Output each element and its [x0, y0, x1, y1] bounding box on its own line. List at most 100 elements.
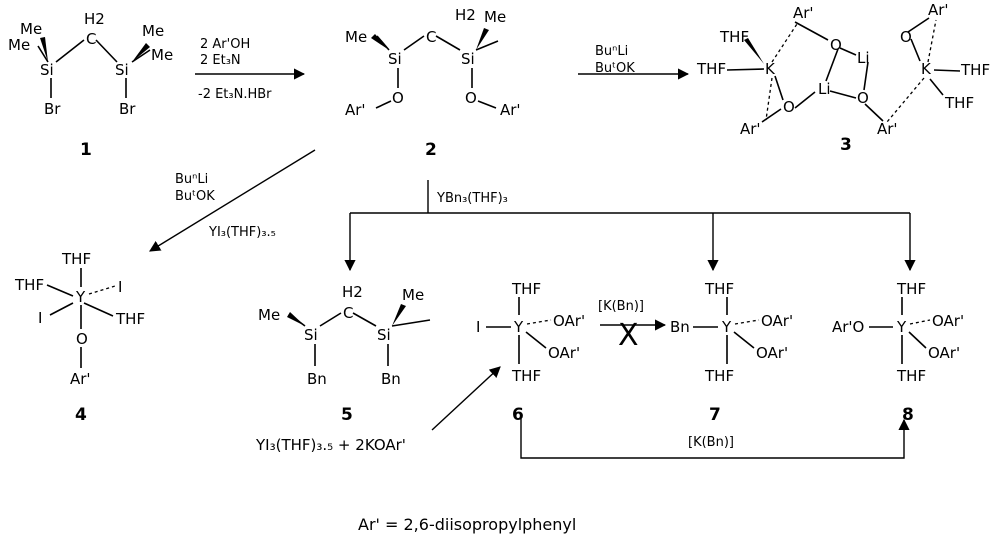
c8-bonds	[869, 297, 927, 364]
c5-benzyl: Bn	[381, 370, 401, 388]
reagent-line: BuⁿLi	[595, 44, 628, 59]
reagent-line: [K(Bn)]	[688, 435, 734, 450]
reaction-arrow-2-to-4: BuⁿLi BuᵗOK YI₃(THF)₃.₅	[149, 149, 316, 252]
reagent-line: YBn₃(THF)₃	[436, 191, 508, 206]
compound-8: THF THF Ar'O Y OAr' OAr' 8	[832, 280, 964, 425]
compound-4: THF THF THF I I Y O Ar' 4	[14, 250, 145, 425]
reaction-arrow-6-to-7-blocked: [K(Bn)] X	[598, 299, 667, 353]
c2-oxygen: O	[392, 89, 404, 107]
c1-bromine: Br	[44, 100, 61, 118]
c2-carbon: C	[426, 28, 436, 46]
c5-silicon: Si	[304, 326, 318, 344]
c3-wedge-bond	[744, 38, 764, 64]
reagent-line: -2 Et₃N.HBr	[198, 87, 272, 102]
c7-bonds	[693, 297, 755, 364]
c5-silicon: Si	[377, 326, 391, 344]
c3-aryl: Ar'	[928, 1, 949, 19]
c7-thf: THF	[704, 367, 734, 385]
c4-yttrium: Y	[75, 288, 86, 306]
reagent-line: [K(Bn)]	[598, 299, 644, 314]
c7-aryloxide: OAr'	[761, 312, 793, 330]
c4-thf: THF	[61, 250, 91, 268]
c4-aryl: Ar'	[70, 370, 91, 388]
c3-potassium: K	[921, 60, 932, 78]
c3-potassium: K	[765, 60, 776, 78]
c3-bonds	[726, 17, 961, 123]
c5-wedge-bond	[287, 312, 305, 326]
c4-iodine: I	[118, 278, 122, 296]
c5-wedge-bond	[392, 304, 406, 326]
c8-aryloxide: Ar'O	[832, 318, 864, 336]
c3-thf: THF	[960, 61, 990, 79]
reaction-branch-ybn3: YBn₃(THF)₃	[344, 180, 916, 272]
compound-6: THF THF I Y OAr' OAr' 6	[476, 280, 585, 425]
c7-aryloxide: OAr'	[756, 344, 788, 362]
c2-wedge-bond	[371, 34, 389, 50]
c1-bonds	[37, 39, 151, 98]
c4-oxygen: O	[76, 330, 88, 348]
compound-number-5: 5	[341, 405, 353, 425]
c6-thf: THF	[511, 367, 541, 385]
c7-benzyl: Bn	[670, 318, 690, 336]
c2-aryl: Ar'	[500, 101, 521, 119]
c8-thf: THF	[896, 280, 926, 298]
c2-methylene-h2: H2	[455, 6, 476, 24]
compound-number-3: 3	[840, 135, 852, 155]
c6-thf: THF	[511, 280, 541, 298]
c2-aryl: Ar'	[345, 101, 366, 119]
c1-methylene-h2: H2	[84, 10, 105, 28]
c3-aryl: Ar'	[793, 4, 814, 22]
compound-5: Me Me H2 C Si Si Bn Bn 5	[258, 283, 431, 425]
c8-aryloxide: OAr'	[928, 344, 960, 362]
c3-aryl: Ar'	[740, 120, 761, 138]
compound-2: Me Me H2 C Si Si O O Ar' Ar' 2	[345, 6, 521, 160]
compound-1: Me Me Me Me H2 C Si Si Br Br 1	[8, 10, 173, 160]
c1-wedge-bond	[40, 37, 48, 62]
c7-yttrium: Y	[721, 318, 732, 336]
c3-oxygen: O	[900, 28, 912, 46]
c1-silicon: Si	[40, 61, 54, 79]
c4-iodine: I	[38, 309, 42, 327]
c2-oxygen: O	[465, 89, 477, 107]
c6-aryloxide: OAr'	[553, 312, 585, 330]
c1-methyl: Me	[151, 46, 173, 64]
reaction-arrow-to-6: YI₃(THF)₃.₅ + 2KOAr'	[255, 366, 501, 454]
reagent-line: 2 Ar'OH	[200, 37, 250, 52]
c2-silicon: Si	[388, 50, 402, 68]
blocked-cross-icon: X	[618, 318, 639, 353]
c2-silicon: Si	[461, 50, 475, 68]
c1-carbon: C	[86, 30, 96, 48]
c5-carbon: C	[343, 304, 353, 322]
c4-bonds	[46, 268, 114, 368]
arrow-line	[431, 366, 501, 431]
c4-thf: THF	[14, 276, 44, 294]
reaction-arrow-6-to-8: [K(Bn)]	[520, 418, 910, 459]
c1-wedge-bond	[132, 43, 150, 62]
compound-number-4: 4	[75, 405, 87, 425]
c3-lithium: Li	[857, 49, 870, 67]
c6-bonds	[486, 297, 547, 364]
compound-3: THF THF THF THF K K Li Li O O O O Ar' Ar…	[696, 1, 990, 155]
c6-iodine: I	[476, 318, 480, 336]
reagent-line: 2 Et₃N	[200, 53, 241, 68]
c3-thf: THF	[944, 94, 974, 112]
compound-number-1: 1	[80, 140, 92, 160]
c6-aryloxide: OAr'	[548, 344, 580, 362]
c4-thf: THF	[115, 310, 145, 328]
reagent-line: BuⁿLi	[175, 172, 208, 187]
reaction-arrow-1-to-2: 2 Ar'OH 2 Et₃N -2 Et₃N.HBr	[195, 37, 306, 102]
reagent-line: BuᵗOK	[595, 61, 635, 76]
c3-lithium: Li	[818, 80, 831, 98]
c4-hashed-bond	[88, 285, 116, 295]
c2-bonds	[375, 35, 499, 109]
c3-thf: THF	[696, 60, 726, 78]
c1-methyl: Me	[142, 22, 164, 40]
c5-methylene-h2: H2	[342, 283, 363, 301]
c1-methyl: Me	[20, 20, 42, 38]
c3-aryl: Ar'	[877, 120, 898, 138]
compound-number-8: 8	[902, 405, 914, 425]
c5-benzyl: Bn	[307, 370, 327, 388]
c3-thf: THF	[719, 28, 749, 46]
c2-methyl: Me	[345, 28, 367, 46]
c8-thf: THF	[896, 367, 926, 385]
